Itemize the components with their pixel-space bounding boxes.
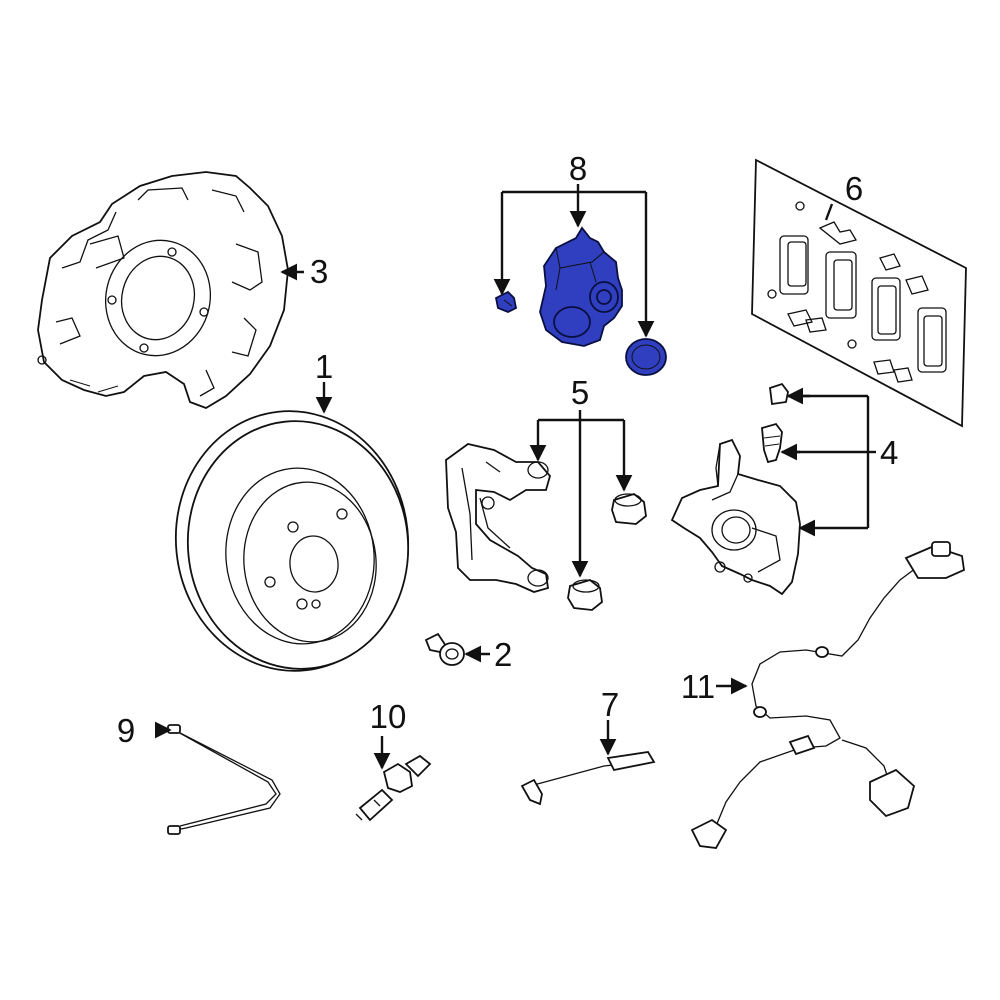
- callout-10: 10: [370, 698, 407, 735]
- speed-sensor-10-part[interactable]: [355, 754, 432, 822]
- brake-caliper-part[interactable]: [670, 382, 801, 596]
- brake-rotor-part[interactable]: [163, 400, 421, 683]
- callout-7: 7: [601, 686, 619, 723]
- callout-8: 8: [569, 150, 587, 187]
- bushing-part[interactable]: [567, 579, 603, 611]
- actuator-base: [553, 306, 591, 338]
- callout-3: 3: [310, 253, 328, 290]
- parking-brake-actuator-part[interactable]: [494, 226, 667, 376]
- brake-pad-set-part[interactable]: [751, 158, 967, 428]
- callout-9: 9: [117, 712, 135, 749]
- callout-2: 2: [494, 636, 512, 673]
- callout-5: 5: [571, 374, 589, 411]
- actuator-boss-inner: [596, 289, 612, 305]
- caliper-bracket-part[interactable]: [445, 443, 551, 593]
- callout-11: 11: [681, 668, 715, 705]
- wear-sensor-9-part[interactable]: [167, 724, 281, 835]
- wear-sensor-7-part[interactable]: [520, 751, 656, 806]
- harness-11-part[interactable]: [690, 541, 965, 849]
- callout-1: 1: [315, 348, 333, 385]
- callout-6: 6: [845, 170, 863, 207]
- dust-shield-part[interactable]: [37, 171, 289, 409]
- leader-lines: [154, 184, 876, 770]
- callout-4: 4: [880, 434, 898, 471]
- bolt-part[interactable]: [424, 632, 465, 666]
- bushing-part[interactable]: [611, 493, 647, 525]
